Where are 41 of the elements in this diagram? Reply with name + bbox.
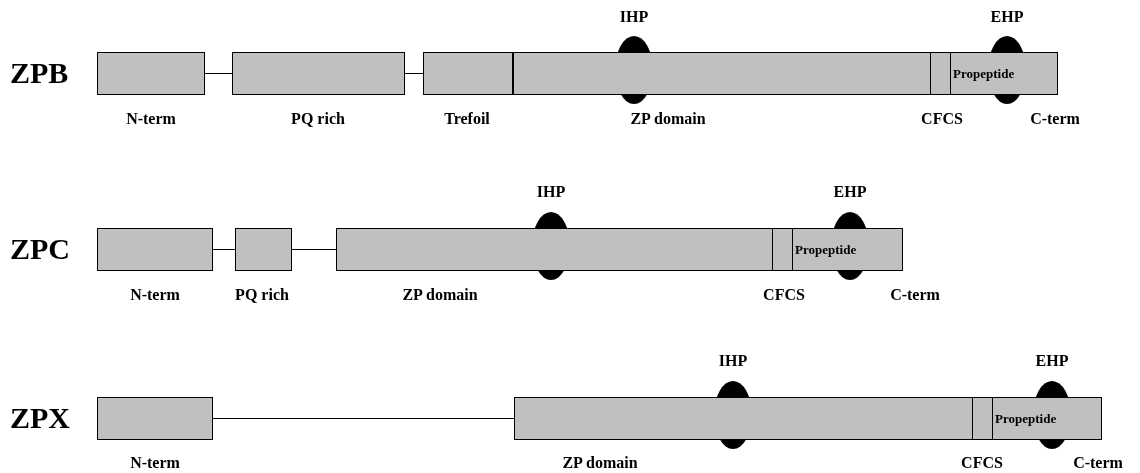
domain-box <box>97 397 213 440</box>
domain-box <box>514 397 973 440</box>
domain-label: PQ rich <box>235 286 289 304</box>
domain-label: IHP <box>619 8 649 26</box>
linker-line <box>204 73 233 74</box>
linker-line <box>291 249 337 250</box>
domain-box <box>97 228 213 271</box>
domain-box <box>423 52 513 95</box>
domain-box <box>772 228 793 271</box>
domain-label: C-term <box>890 286 940 304</box>
domain-box <box>930 52 951 95</box>
domain-label: PQ rich <box>291 110 345 128</box>
domain-label: IHP <box>536 183 566 201</box>
linker-line <box>212 249 236 250</box>
domain-box <box>235 228 292 271</box>
linker-line <box>212 418 515 419</box>
domain-label: IHP <box>718 352 748 370</box>
domain-box <box>336 228 773 271</box>
domain-label: C-term <box>1073 454 1123 472</box>
domain-label: EHP <box>1035 352 1069 370</box>
domain-label: CFCS <box>961 454 1003 472</box>
domain-label: EHP <box>990 8 1024 26</box>
domain-label: EHP <box>833 183 867 201</box>
domain-box <box>513 52 931 95</box>
domain-label: N-term <box>126 110 176 128</box>
domain-label: ZP domain <box>630 110 706 128</box>
protein-name: ZPX <box>10 402 70 434</box>
domain-label: CFCS <box>921 110 963 128</box>
domain-label: Trefoil <box>444 110 490 128</box>
domain-box <box>972 397 993 440</box>
domain-label: ZP domain <box>402 286 478 304</box>
protein-name: ZPB <box>10 57 69 89</box>
domain-label: CFCS <box>763 286 805 304</box>
domain-label: ZP domain <box>562 454 638 472</box>
domain-label: N-term <box>130 454 180 472</box>
domain-label: N-term <box>130 286 180 304</box>
domain-label: C-term <box>1030 110 1080 128</box>
domain-box <box>97 52 205 95</box>
linker-line <box>404 73 424 74</box>
protein-name: ZPC <box>10 233 70 265</box>
domain-box <box>232 52 405 95</box>
